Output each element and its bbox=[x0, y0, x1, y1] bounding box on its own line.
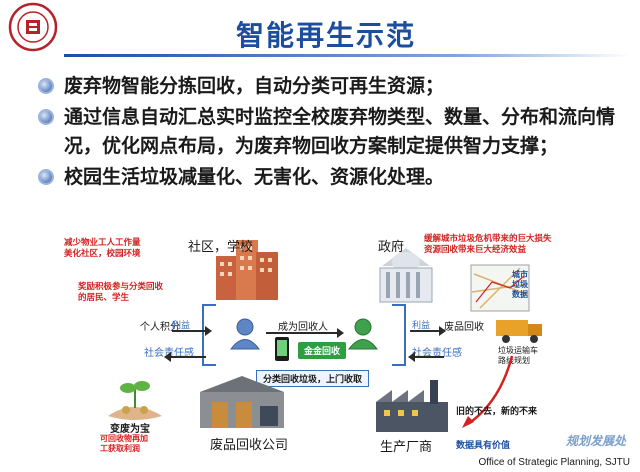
garbage-truck-icon bbox=[496, 320, 542, 343]
truck-route-note: 垃圾运输车 路线规划 bbox=[498, 346, 538, 365]
points-label: 个人积分 bbox=[140, 322, 180, 333]
benefit-right-label: 利益 bbox=[412, 321, 431, 331]
campus-label: 社区，学校 bbox=[188, 240, 254, 255]
page-title: 智能再生示范 bbox=[236, 19, 417, 52]
recycling-warehouse-icon bbox=[200, 376, 284, 428]
manufacturer-label: 生产厂商 bbox=[380, 440, 433, 455]
old-new-label: 旧的不去，新的不来 bbox=[456, 407, 538, 417]
golden-recycle-app-label: 金金回收 bbox=[298, 342, 347, 359]
duty-left-arrow bbox=[164, 352, 206, 362]
bullet-item-1: 废弃物智能分拣回收，自动分类可再生资源； bbox=[40, 72, 620, 101]
duty-right-arrow bbox=[408, 352, 444, 362]
footer-credit: Office of Strategic Planning, SJTU bbox=[478, 457, 630, 468]
flow-curve-arrow bbox=[462, 355, 514, 428]
government-label: 政府 bbox=[378, 240, 405, 255]
hands-plant-icon bbox=[108, 381, 162, 420]
bullet-text: 校园生活垃圾减量化、无害化、资源化处理。 bbox=[64, 166, 445, 188]
watermark: 规划发展处 bbox=[566, 434, 627, 448]
government-note: 缓解城市垃圾危机带来的巨大损失 资源回收带来巨大经济效益 bbox=[424, 234, 552, 255]
become-collector-arrow bbox=[266, 328, 344, 338]
resident-person-icon bbox=[230, 318, 260, 350]
bullet-dot-icon bbox=[40, 111, 52, 123]
title-underline bbox=[64, 54, 630, 57]
bullet-item-3: 校园生活垃圾减量化、无害化、资源化处理。 bbox=[40, 163, 620, 192]
recycling-company-label: 废品回收公司 bbox=[210, 438, 289, 453]
reward-note: 奖励积极参与分类回收 的居民、学生 bbox=[78, 282, 164, 303]
smartphone-icon bbox=[275, 337, 289, 361]
city-map-icon bbox=[470, 264, 530, 312]
bullet-text: 通过信息自动汇总实时监控全校废弃物类型、数量、分布和流向情况，优化网点布局，为废… bbox=[64, 106, 616, 157]
bullet-dot-icon bbox=[40, 171, 52, 183]
left-bracket bbox=[202, 304, 216, 366]
become-collector-label: 成为回收人 bbox=[278, 322, 328, 333]
bullet-item-2: 通过信息自动汇总实时监控全校废弃物类型、数量、分布和流向情况，优化网点布局，为废… bbox=[40, 103, 620, 161]
right-bracket bbox=[392, 304, 406, 366]
benefit-right-arrow bbox=[410, 326, 446, 336]
bullet-dot-icon bbox=[40, 80, 52, 92]
university-seal-icon bbox=[8, 2, 58, 52]
scrap-label: 废品回收 bbox=[444, 322, 484, 333]
data-value-label: 数据具有价值 bbox=[456, 441, 511, 451]
campus-note: 减少物业工人工作量 美化社区，校园环境 bbox=[64, 238, 141, 259]
government-building-icon bbox=[379, 248, 433, 303]
recycle-profit-note: 可回收物再加 工获取利润 bbox=[100, 434, 148, 453]
slide-header: 智能再生示范 bbox=[0, 0, 640, 60]
bullet-list: 废弃物智能分拣回收，自动分类可再生资源； 通过信息自动汇总实时监控全校废弃物类型… bbox=[40, 72, 620, 194]
treasure-label: 变废为宝 bbox=[110, 424, 150, 435]
benefit-left-label: 利益 bbox=[172, 321, 191, 331]
sort-submit-label: 分类回收垃圾，上门收取 bbox=[256, 370, 370, 387]
campus-buildings-icon bbox=[216, 240, 278, 300]
bullet-text: 废弃物智能分拣回收，自动分类可再生资源； bbox=[64, 75, 445, 97]
city-data-label: 城市 垃圾 数据 bbox=[512, 270, 528, 299]
recycling-flow-diagram: 社区，学校 减少物业工人工作量 美化社区，校园环境 奖励积极参与分类回收 的居民… bbox=[60, 232, 560, 456]
duty-right-label: 社会责任感 bbox=[412, 348, 462, 359]
benefit-left-arrow bbox=[172, 326, 212, 336]
collector-person-icon bbox=[348, 318, 378, 350]
factory-icon bbox=[376, 380, 448, 432]
